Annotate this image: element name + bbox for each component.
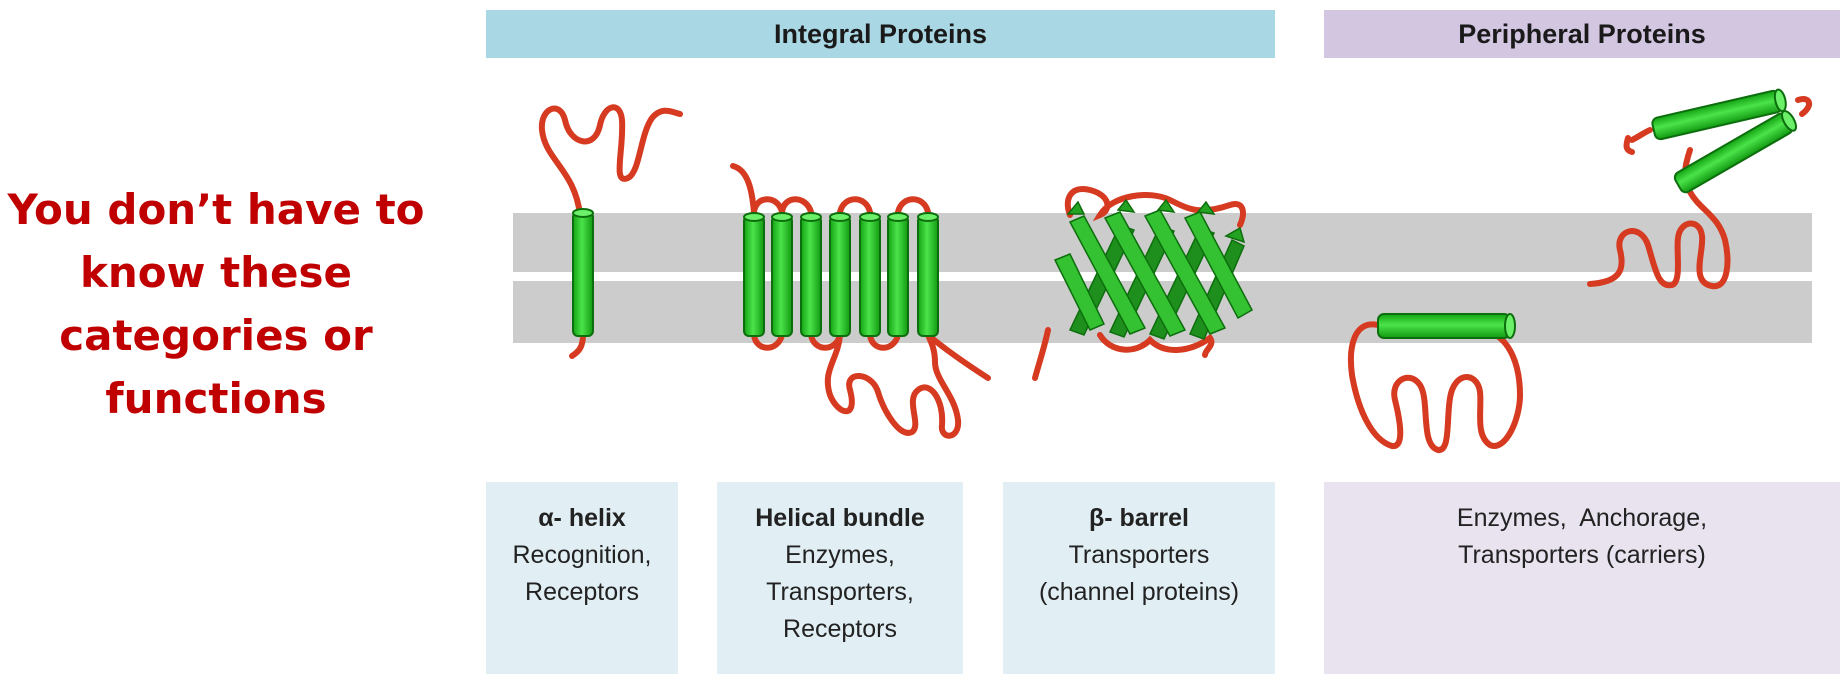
alpha-helix-function-line: Receptors (525, 578, 639, 606)
helical-bundle-name: Helical bundle (755, 504, 925, 532)
alpha-helix-protein-icon (538, 104, 683, 359)
helical-bundle-protein-icon (730, 163, 991, 439)
beta-barrel-protein-icon (1032, 186, 1254, 381)
helical-bundle-cylinders (743, 212, 939, 337)
helical-bundle-card: Helical bundle Enzymes, Transporters, Re… (717, 482, 963, 674)
side-note-line-3: categories or (59, 311, 373, 360)
helical-bundle-functions: Enzymes, Transporters, Receptors (717, 537, 963, 648)
peripheral-lower-cylinder (1377, 313, 1511, 339)
side-note-line-1: You don’t have to (7, 185, 425, 234)
helical-bundle-function-line: Receptors (783, 615, 897, 643)
side-note-line-4: functions (105, 374, 327, 423)
beta-barrel-function-line: Transporters (1068, 541, 1210, 569)
side-note: You don’t have to know these categories … (0, 178, 432, 430)
alpha-helix-function-line: Recognition, (512, 541, 652, 569)
peripheral-functions: Enzymes, Anchorage, Transporters (carrie… (1324, 500, 1840, 574)
peripheral-card: Enzymes, Anchorage, Transporters (carrie… (1324, 482, 1840, 674)
alpha-helix-loop (538, 104, 683, 218)
alpha-helix-tail (569, 332, 586, 359)
beta-barrel-front-strands (1053, 209, 1254, 337)
peripheral-upper-tail (1623, 96, 1813, 155)
peripheral-protein-lower-icon (1348, 313, 1524, 453)
helical-bundle-top-loops (730, 163, 931, 215)
alpha-helix-functions: Recognition, Receptors (486, 537, 678, 611)
beta-barrel-name: β- barrel (1088, 504, 1189, 532)
beta-barrel-card: β- barrel Transporters (channel proteins… (1003, 482, 1275, 674)
beta-barrel-top-loops (1064, 186, 1246, 228)
peripheral-lower-loop (1348, 321, 1524, 453)
alpha-helix-cylinder (572, 211, 594, 337)
peripheral-proteins-header: Peripheral Proteins (1324, 10, 1840, 58)
alpha-helix-name: α- helix (538, 504, 626, 532)
peripheral-protein-upper-icon (1587, 88, 1813, 290)
helical-bundle-function-line: Enzymes, (785, 541, 895, 569)
peripheral-function-line: Enzymes, Anchorage, (1456, 504, 1708, 532)
beta-barrel-functions: Transporters (channel proteins) (1003, 537, 1275, 611)
beta-barrel-bottom-loops (1032, 327, 1215, 381)
peripheral-function-line: Transporters (carriers) (1458, 541, 1706, 569)
side-note-line-2: know these (79, 248, 353, 297)
beta-barrel-function-line: (channel proteins) (1038, 578, 1240, 606)
beta-barrel-arrowheads (1066, 198, 1246, 244)
helical-bundle-cytoplasmic-domain (824, 332, 991, 439)
helical-bundle-function-line: Transporters, (766, 578, 914, 606)
integral-proteins-header: Integral Proteins (486, 10, 1275, 58)
peripheral-upper-loop (1587, 147, 1731, 290)
alpha-helix-card: α- helix Recognition, Receptors (486, 482, 678, 674)
